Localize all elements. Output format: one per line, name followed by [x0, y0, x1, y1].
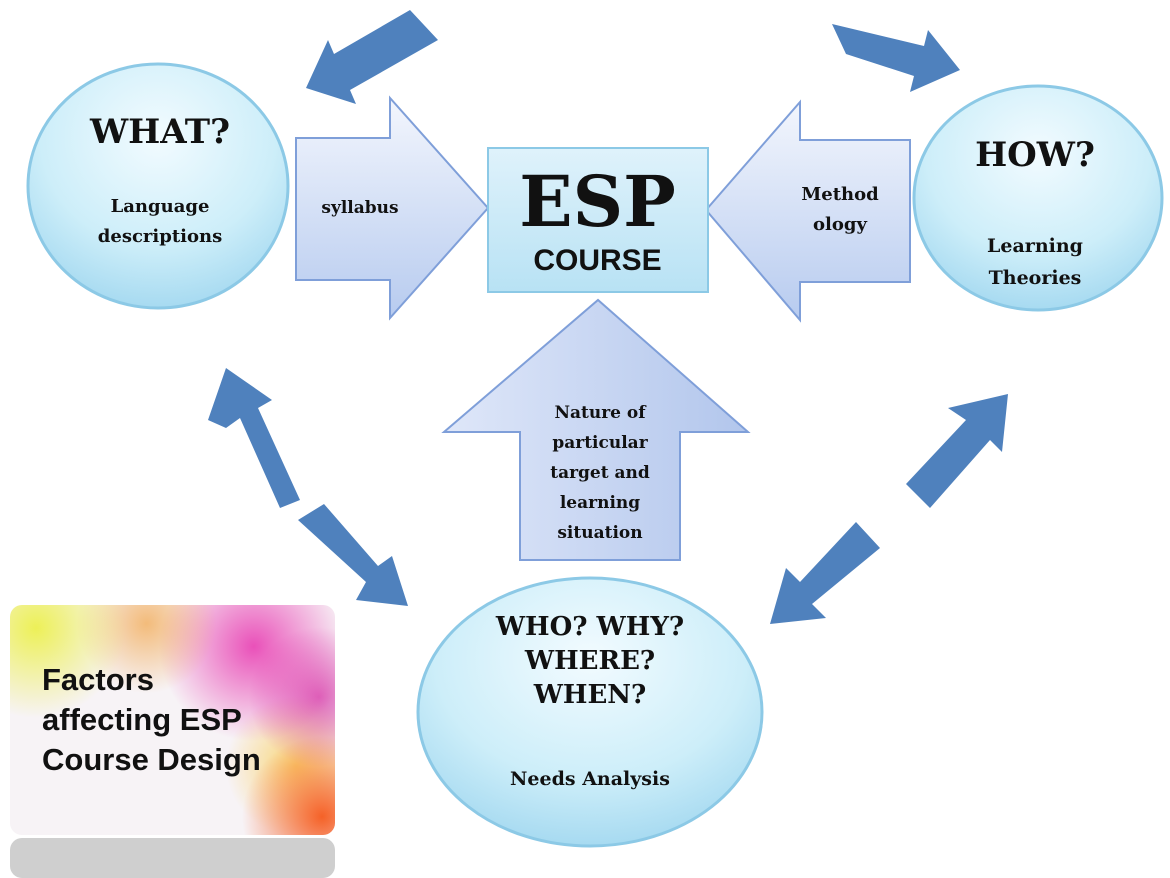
- who-title-line-1: WHO? WHY?: [495, 612, 685, 642]
- who-title-line-2: WHERE?: [524, 646, 656, 676]
- esp-title: ESP: [519, 160, 676, 243]
- connector-arrow-top-right: [832, 24, 960, 92]
- who-title-line-3: WHEN?: [533, 680, 647, 710]
- who-title: WHO? WHY? WHERE? WHEN?: [440, 610, 740, 712]
- how-circle: [912, 84, 1164, 312]
- thumbnail-title-line-3: Course Design: [42, 742, 261, 777]
- nature-line-1: Nature of: [554, 403, 646, 423]
- who-circle: [416, 576, 764, 848]
- nature-label: Nature of particular target and learning…: [520, 398, 680, 548]
- what-subtitle: Language descriptions: [60, 192, 260, 252]
- connector-arrow-left-down: [298, 504, 408, 606]
- nature-line-3: target and: [550, 463, 650, 483]
- connector-arrow-right-up: [906, 394, 1008, 508]
- thumbnail-bar: [10, 838, 335, 878]
- nature-line-2: particular: [552, 433, 648, 453]
- methodology-arrow: [704, 99, 911, 323]
- syllabus-label: syllabus: [321, 198, 399, 218]
- thumbnail-card: [10, 605, 335, 835]
- connector-arrow-right-down: [770, 522, 880, 624]
- connector-arrow-top-left: [306, 10, 438, 104]
- nature-arrow: [441, 298, 751, 561]
- how-subtitle-line-1: Learning: [987, 235, 1083, 257]
- thumbnail-title-line-2: affecting ESP: [42, 702, 242, 737]
- connector-arrow-left-up: [208, 368, 300, 508]
- methodology-line-1: Method: [801, 184, 879, 205]
- how-subtitle: Learning Theories: [925, 230, 1145, 294]
- what-circle: [26, 62, 290, 310]
- nature-line-5: situation: [557, 523, 643, 543]
- what-subtitle-line-2: descriptions: [97, 226, 223, 247]
- thumbnail-title: Factors affecting ESP Course Design: [42, 660, 332, 780]
- syllabus-arrow: [295, 95, 490, 321]
- methodology-line-2: ology: [813, 214, 867, 235]
- course-subtitle: COURSE: [533, 244, 662, 277]
- how-title: HOW?: [975, 135, 1095, 175]
- what-subtitle-line-1: Language: [110, 196, 210, 217]
- nature-line-4: learning: [559, 493, 641, 513]
- needs-analysis-label: Needs Analysis: [510, 768, 670, 790]
- what-title: WHAT?: [89, 112, 231, 152]
- thumbnail-title-line-1: Factors: [42, 662, 154, 697]
- esp-course-box: [487, 147, 709, 293]
- methodology-label: Method ology: [780, 180, 900, 240]
- how-subtitle-line-2: Theories: [988, 267, 1082, 289]
